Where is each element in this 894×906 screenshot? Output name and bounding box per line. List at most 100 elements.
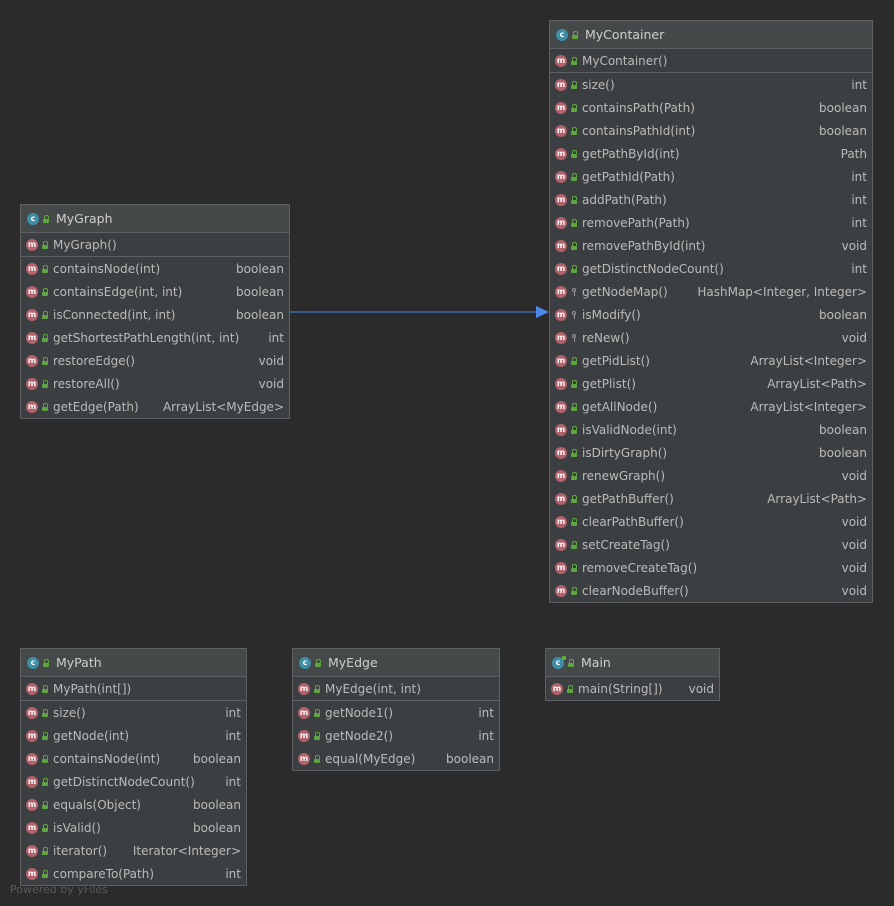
return-type: boolean xyxy=(193,820,241,835)
method-icon: m xyxy=(555,446,567,459)
method-icon: m xyxy=(298,729,310,742)
method-icon: m xyxy=(555,285,567,298)
method-name: equals(Object) xyxy=(53,797,141,812)
return-type: int xyxy=(851,77,867,92)
public-lock-icon xyxy=(313,731,321,740)
public-lock-icon xyxy=(41,402,49,411)
public-lock-icon xyxy=(41,823,49,832)
method-icon: m xyxy=(26,331,38,344)
return-type: int xyxy=(478,728,494,743)
return-type: void xyxy=(841,583,867,598)
method-icon: m xyxy=(551,682,563,695)
method-icon: m xyxy=(555,308,567,321)
class-node-main[interactable]: c Main m main(String[]) void xyxy=(545,648,720,701)
method-icon: m xyxy=(555,147,567,160)
method-name: restoreAll() xyxy=(53,376,120,391)
method-name: containsNode(int) xyxy=(53,261,161,276)
public-lock-icon xyxy=(570,356,578,365)
return-type: void xyxy=(841,468,867,483)
return-type: void xyxy=(258,376,284,391)
method-name: getPidList() xyxy=(582,353,650,368)
method-name: getPathById(int) xyxy=(582,146,680,161)
public-lock-icon xyxy=(570,494,578,503)
public-lock-icon xyxy=(570,448,578,457)
method-icon: m xyxy=(555,423,567,436)
return-type: void xyxy=(841,238,867,253)
method-icon: m xyxy=(26,706,38,719)
method-row[interactable]: m main(String[]) void xyxy=(546,677,719,700)
method-name: containsPath(Path) xyxy=(582,100,695,115)
method-row[interactable]: m getNode2() int xyxy=(293,724,499,747)
method-icon: m xyxy=(26,821,38,834)
public-lock-icon xyxy=(314,658,322,667)
method-icon: m xyxy=(26,798,38,811)
method-icon: m xyxy=(555,377,567,390)
method-name: containsNode(int) xyxy=(53,751,161,766)
private-key-icon xyxy=(570,310,578,319)
method-icon: m xyxy=(26,682,38,695)
return-type: ArrayList<Integer> xyxy=(750,353,867,368)
arrowhead xyxy=(536,306,549,318)
method-icon: m xyxy=(26,308,38,321)
class-name: MyEdge xyxy=(328,655,378,670)
class-name: MyGraph xyxy=(56,211,113,226)
method-icon: m xyxy=(298,706,310,719)
method-name: getNode2() xyxy=(325,728,394,743)
class-icon: c xyxy=(27,212,39,225)
return-type: void xyxy=(841,514,867,529)
